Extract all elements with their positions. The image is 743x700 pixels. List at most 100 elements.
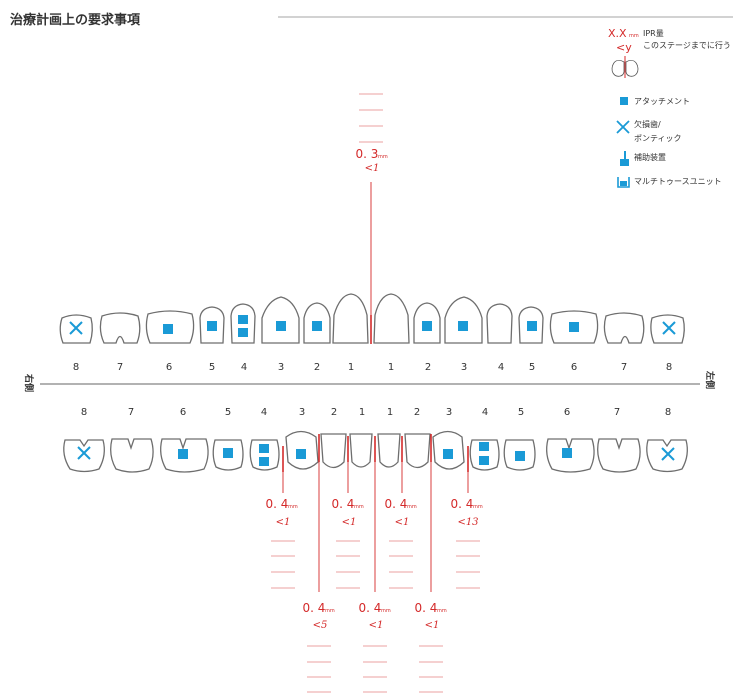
tooth-upper-l1	[373, 293, 410, 344]
page-title: 治療計画上の要求事項	[10, 12, 141, 28]
tooth-lower-r7	[110, 438, 154, 473]
ipr-stage: <5	[313, 620, 328, 631]
tooth-number: 4	[261, 407, 267, 418]
tooth-number: 4	[498, 362, 504, 373]
side-label-left: 左側	[704, 370, 716, 389]
tooth-number: 1	[359, 407, 365, 418]
tooth-upper-l4	[486, 303, 513, 344]
ipr-stage: <1	[342, 517, 357, 528]
attachment-icon	[163, 324, 173, 334]
ipr-upper-1-1: 0. 3 mm <1	[356, 93, 388, 344]
tooth-number: 6	[571, 362, 577, 373]
tooth-number: 7	[621, 362, 627, 373]
legend-ipr-unit: mm	[629, 33, 639, 39]
tooth-number: 5	[209, 362, 215, 373]
tooth-upper-l3	[444, 296, 483, 344]
ipr-unit: mm	[325, 608, 335, 614]
ipr-stage: <1	[369, 620, 384, 631]
tooth-number: 6	[564, 407, 570, 418]
attachment-icon	[238, 328, 248, 337]
tooth-upper-r3	[261, 296, 300, 344]
tooth-lower-l3	[432, 430, 465, 470]
tooth-lower-l6	[546, 438, 595, 473]
ipr-lower-l1-l2: 0. 4 mm <1	[385, 436, 417, 589]
tooth-number: 5	[225, 407, 231, 418]
ipr-lower-l3-l4: 0. 4 mm <13	[451, 446, 483, 589]
lower-tooth-numbers: 8 7 6 5 4 3 2 1 1 2 3 4 5 6 7 8	[81, 407, 671, 418]
legend-ipr-value: X.X	[608, 27, 627, 40]
tooth-number: 1	[348, 362, 354, 373]
tooth-number: 2	[414, 407, 420, 418]
tooth-upper-r8	[59, 314, 93, 344]
tooth-number: 8	[666, 362, 672, 373]
ipr-stage: <1	[395, 517, 410, 528]
ipr-lower-l2-l3: 0. 4 mm <1	[415, 434, 447, 693]
tooth-number: 7	[128, 407, 134, 418]
missing-tooth-icon	[616, 120, 630, 134]
ipr-stage: <1	[276, 517, 291, 528]
ipr-stage: <1	[425, 620, 440, 631]
tooth-number: 3	[446, 407, 452, 418]
tooth-lower-l1	[377, 433, 401, 468]
ipr-value: 0. 4	[415, 601, 438, 615]
tooth-number: 7	[614, 407, 620, 418]
multi-tooth-unit-icon	[617, 177, 630, 188]
attachment-icon	[312, 321, 322, 331]
ipr-value: 0. 4	[451, 497, 474, 511]
lower-arch	[63, 430, 688, 473]
legend-attachment: アタッチメント	[634, 97, 690, 106]
tooth-lower-r6	[160, 438, 209, 473]
ipr-lower-r4-r3: 0. 4 mm <1	[266, 446, 298, 589]
tooth-lower-r5	[212, 439, 244, 471]
ipr-lower-r2-r1: 0. 4 mm <1	[332, 436, 364, 589]
tooth-upper-r1	[332, 293, 369, 344]
tooth-number: 2	[314, 362, 320, 373]
legend-tooth-pair-icon	[611, 56, 639, 78]
attachment-icon	[620, 97, 628, 105]
auxiliary-icon	[620, 151, 629, 166]
ipr-value: 0. 4	[303, 601, 326, 615]
tooth-number: 4	[482, 407, 488, 418]
tooth-number: 4	[241, 362, 247, 373]
ipr-value: 0. 3	[356, 147, 379, 161]
attachment-icon	[515, 451, 525, 461]
attachment-icon	[527, 321, 537, 331]
tooth-number: 1	[387, 407, 393, 418]
ipr-stage: <13	[457, 517, 478, 528]
ipr-lower-r1-l1: 0. 4 mm <1	[359, 436, 391, 693]
tooth-lower-l7	[597, 438, 641, 473]
attachment-icon	[479, 456, 489, 465]
tooth-lower-r2	[320, 433, 347, 469]
tooth-number: 8	[73, 362, 79, 373]
attachment-icon	[458, 321, 468, 331]
tooth-lower-r4	[249, 439, 280, 471]
tooth-number: 2	[331, 407, 337, 418]
tooth-upper-l2	[413, 302, 441, 344]
tooth-upper-l7	[603, 312, 645, 344]
ipr-unit: mm	[473, 504, 483, 510]
ipr-value: 0. 4	[359, 601, 382, 615]
legend-stage-label: このステージまでに行う	[643, 40, 731, 50]
upper-arch	[59, 293, 685, 344]
attachment-icon	[569, 322, 579, 332]
ipr-value: 0. 4	[385, 497, 408, 511]
tooth-upper-l8	[650, 314, 685, 344]
legend-multi-tooth: マルチトゥースユニット	[634, 177, 722, 186]
attachment-icon	[178, 449, 188, 459]
attachment-icon	[207, 321, 217, 331]
legend: X.X mm IPR量 <y このステージまでに行う アタッチメント 欠損歯/ …	[608, 27, 731, 188]
legend-auxiliary: 補助装置	[634, 152, 666, 162]
side-label-right: 右側	[23, 373, 35, 392]
legend-missing-2: ポンティック	[634, 134, 682, 143]
legend-ipr-label: IPR量	[643, 29, 664, 38]
tooth-number: 3	[299, 407, 305, 418]
tooth-upper-l5	[518, 306, 544, 344]
tooth-lower-l2	[404, 433, 431, 469]
ipr-unit: mm	[288, 504, 298, 510]
legend-stage-value: <y	[616, 41, 632, 54]
ipr-stage: <1	[365, 163, 380, 174]
ipr-value: 0. 4	[266, 497, 289, 511]
tooth-lower-r3	[285, 430, 319, 470]
tooth-number: 3	[461, 362, 467, 373]
